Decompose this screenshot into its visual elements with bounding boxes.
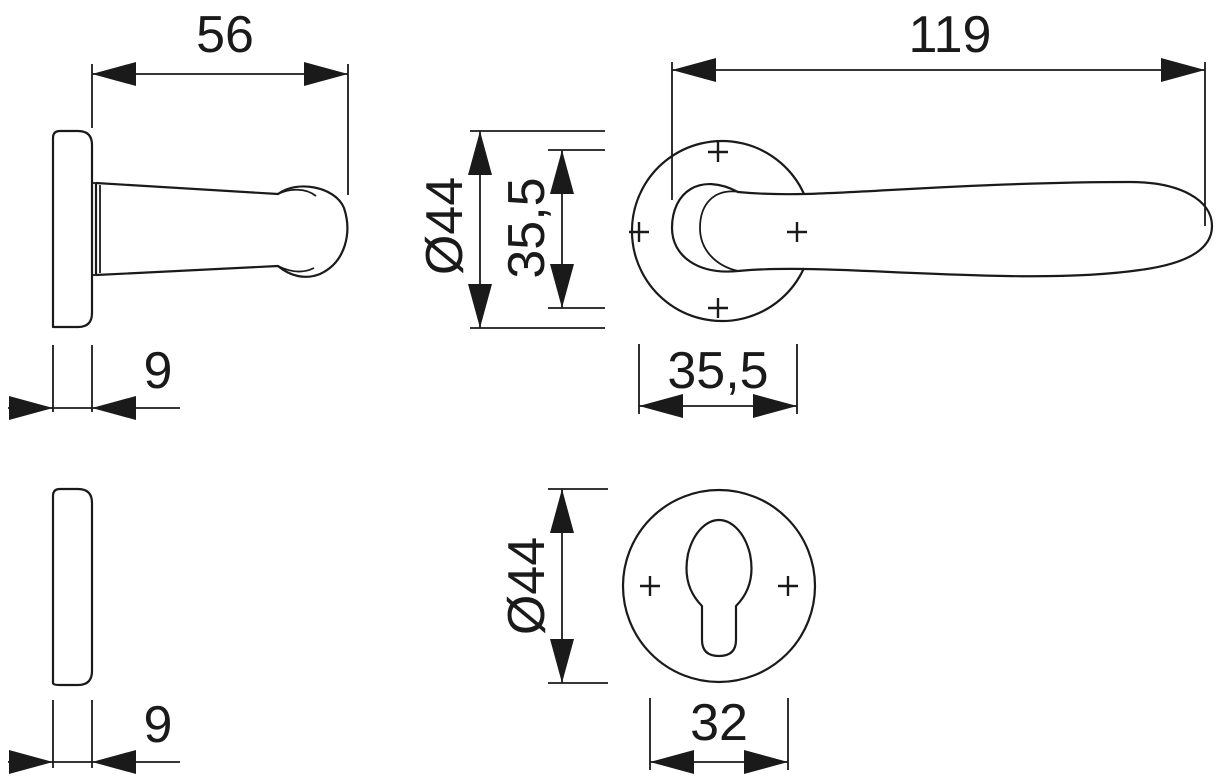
side-lever-body	[95, 181, 349, 278]
arrow-9-bottom-left	[9, 750, 53, 774]
dimension-56: 56	[91, 6, 349, 195]
arrow-355h-left	[639, 394, 683, 418]
arrow-119-left	[672, 58, 716, 82]
label-355-vertical: 35,5	[498, 177, 556, 278]
side-lever-tip-curve-top	[277, 188, 317, 197]
arrow-9-bottom-right	[92, 750, 136, 774]
arrow-d44-bottom	[468, 284, 492, 328]
arrow-9-top-right	[92, 396, 136, 420]
front-view-escutcheon	[621, 488, 817, 684]
arrow-d44e-bottom	[550, 639, 574, 683]
dimension-9-top: 9	[8, 342, 180, 420]
label-56: 56	[196, 6, 254, 64]
dimension-35-5-horizontal: 35,5	[638, 342, 798, 418]
arrow-355v-top	[550, 150, 574, 194]
front-lever-outline	[670, 180, 1214, 278]
arrow-56-left	[92, 62, 136, 86]
front-rose-circle	[630, 139, 806, 323]
arrow-355h-right	[753, 394, 797, 418]
front-view-lever	[629, 139, 1214, 323]
side-escutcheon-plate	[51, 487, 94, 687]
label-9-top: 9	[144, 342, 173, 400]
label-d44-rose: Ø44	[416, 177, 474, 275]
side-view-escutcheon	[51, 487, 94, 687]
escutcheon-circle	[621, 488, 817, 684]
arrow-119-right	[1161, 58, 1205, 82]
dimension-119: 119	[671, 6, 1206, 226]
arrow-56-right	[304, 62, 348, 86]
label-d44-escutcheon: Ø44	[498, 537, 556, 635]
label-119: 119	[909, 6, 992, 64]
dimension-diameter-44-escutcheon: Ø44	[498, 488, 608, 684]
dimension-diameter-44-rose: Ø44	[416, 130, 605, 329]
arrow-32-left	[650, 750, 694, 774]
side-rose-plate	[51, 129, 94, 329]
arrow-32-right	[744, 750, 788, 774]
dimension-32: 32	[649, 694, 789, 774]
cylinder-keyhole	[685, 518, 753, 658]
dimension-35-5-vertical: 35,5	[498, 149, 605, 309]
label-9-bottom: 9	[144, 696, 173, 754]
label-355-horizontal: 35,5	[667, 342, 768, 400]
label-32: 32	[690, 694, 748, 752]
dimension-9-bottom: 9	[8, 696, 180, 774]
arrow-355v-bottom	[550, 264, 574, 308]
side-lever-tip-curve-bottom	[277, 265, 315, 273]
side-view-lever	[51, 129, 349, 329]
front-lever-inner-curve	[699, 190, 741, 272]
arrow-9-top-left	[9, 396, 53, 420]
arrow-d44e-top	[550, 489, 574, 533]
arrow-d44-top	[468, 131, 492, 175]
